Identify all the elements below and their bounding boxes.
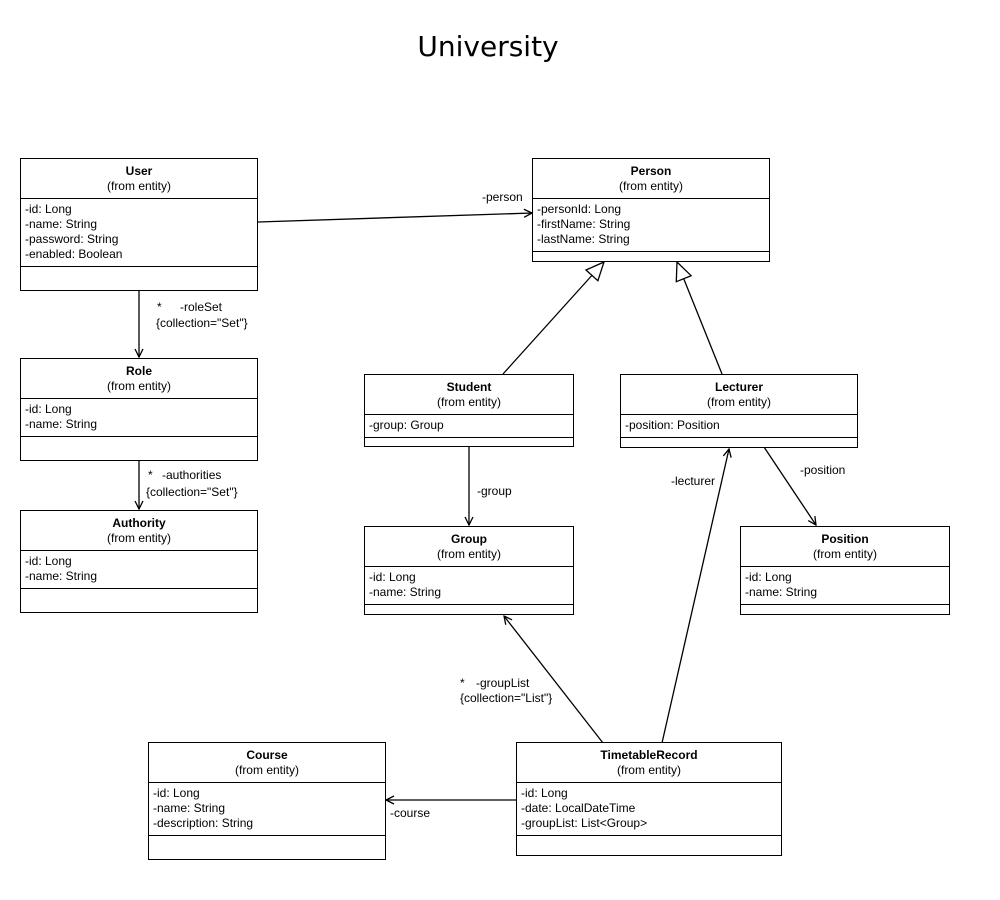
class-attributes: -id: Long -name: String -password: Strin… bbox=[21, 199, 257, 267]
role-label-grouplist: -groupList bbox=[476, 676, 530, 690]
class-person[interactable]: Person (from entity) -personId: Long -fi… bbox=[532, 158, 770, 262]
class-stereotype: (from entity) bbox=[234, 763, 299, 777]
attribute: -name: String bbox=[25, 569, 98, 583]
class-header: TimetableRecord (from entity) bbox=[517, 743, 781, 783]
class-student[interactable]: Student (from entity) -group: Group bbox=[364, 374, 574, 447]
class-user[interactable]: User (from entity) -id: Long -name: Stri… bbox=[20, 158, 258, 291]
class-stereotype: (from entity) bbox=[436, 547, 501, 561]
class-stereotype: (from entity) bbox=[812, 547, 877, 561]
attribute: -id: Long bbox=[521, 786, 568, 800]
role-label-course: -course bbox=[390, 806, 431, 820]
class-attributes: -id: Long -name: String -description: St… bbox=[149, 783, 385, 836]
attribute: -enabled: Boolean bbox=[25, 247, 123, 261]
attribute: -name: String bbox=[25, 217, 98, 231]
class-attributes: -personId: Long -firstName: String -last… bbox=[533, 199, 769, 252]
class-header: Group (from entity) bbox=[365, 527, 573, 567]
user-person-association bbox=[257, 213, 532, 223]
class-header: Student (from entity) bbox=[365, 375, 573, 415]
class-authority[interactable]: Authority (from entity) -id: Long -name:… bbox=[20, 510, 258, 613]
class-name: Role bbox=[125, 364, 152, 378]
attribute: -personId: Long bbox=[537, 202, 622, 216]
class-stereotype: (from entity) bbox=[106, 179, 171, 193]
class-attributes: -position: Position bbox=[621, 415, 857, 438]
attribute: -id: Long bbox=[25, 554, 72, 568]
timetable-group-association bbox=[504, 616, 604, 744]
student-person-generalization bbox=[502, 262, 604, 375]
multiplicity-grouplist: * bbox=[460, 676, 465, 690]
attribute: -name: String bbox=[153, 801, 226, 815]
attribute: -name: String bbox=[745, 585, 818, 599]
attribute: -id: Long bbox=[25, 202, 72, 216]
role-label-roleset: -roleSet bbox=[180, 300, 223, 314]
class-name: Authority bbox=[112, 516, 166, 530]
class-header: User (from entity) bbox=[21, 159, 257, 199]
role-label-authorities: -authorities bbox=[162, 468, 222, 482]
class-position[interactable]: Position (from entity) -id: Long -name: … bbox=[740, 526, 950, 615]
class-stereotype: (from entity) bbox=[106, 379, 171, 393]
attribute: -id: Long bbox=[369, 570, 416, 584]
attribute: -id: Long bbox=[745, 570, 792, 584]
diagram-title: University bbox=[417, 30, 559, 63]
class-header: Authority (from entity) bbox=[21, 511, 257, 551]
class-name: Group bbox=[451, 532, 487, 546]
class-stereotype: (from entity) bbox=[618, 179, 683, 193]
class-attributes: -id: Long -date: LocalDateTime -groupLis… bbox=[517, 783, 781, 836]
multiplicity-roleset: * bbox=[157, 300, 162, 314]
lecturer-position-association bbox=[763, 446, 816, 525]
constraint-roleset: {collection="Set"} bbox=[156, 316, 248, 330]
class-header: Course (from entity) bbox=[149, 743, 385, 783]
role-label-lecturer: -lecturer bbox=[671, 474, 716, 488]
class-name: Person bbox=[630, 164, 672, 178]
class-name: Position bbox=[821, 532, 869, 546]
attribute: -firstName: String bbox=[537, 217, 631, 231]
timetable-lecturer-association bbox=[661, 449, 729, 744]
lecturer-person-generalization bbox=[677, 262, 723, 375]
attribute: -position: Position bbox=[625, 418, 720, 432]
class-name: Lecturer bbox=[714, 380, 764, 394]
class-header: Person (from entity) bbox=[533, 159, 769, 199]
class-lecturer[interactable]: Lecturer (from entity) -position: Positi… bbox=[620, 374, 858, 448]
attribute: -password: String bbox=[25, 232, 119, 246]
class-name: Course bbox=[246, 748, 288, 762]
attribute: -name: String bbox=[25, 417, 98, 431]
attribute: -description: String bbox=[153, 816, 254, 830]
role-label-group: -group bbox=[477, 484, 512, 498]
class-attributes: -id: Long -name: String bbox=[21, 551, 257, 589]
class-header: Lecturer (from entity) bbox=[621, 375, 857, 415]
attribute: -date: LocalDateTime bbox=[521, 801, 636, 815]
attribute: -groupList: List<Group> bbox=[521, 816, 648, 830]
class-attributes: -group: Group bbox=[365, 415, 573, 438]
role-label-person: -person bbox=[482, 190, 523, 204]
class-header: Position (from entity) bbox=[741, 527, 949, 567]
attribute: -group: Group bbox=[369, 418, 444, 432]
class-attributes: -id: Long -name: String bbox=[21, 399, 257, 437]
constraint-grouplist: {collection="List"} bbox=[460, 691, 553, 705]
class-name: TimetableRecord bbox=[600, 748, 698, 762]
class-stereotype: (from entity) bbox=[706, 395, 771, 409]
class-stereotype: (from entity) bbox=[106, 531, 171, 545]
attribute: -lastName: String bbox=[537, 232, 630, 246]
class-header: Role (from entity) bbox=[21, 359, 257, 399]
class-attributes: -id: Long -name: String bbox=[365, 567, 573, 605]
constraint-authorities: {collection="Set"} bbox=[146, 485, 238, 499]
class-role[interactable]: Role (from entity) -id: Long -name: Stri… bbox=[20, 358, 258, 461]
multiplicity-authorities: * bbox=[148, 468, 153, 482]
class-stereotype: (from entity) bbox=[436, 395, 501, 409]
attribute: -id: Long bbox=[153, 786, 200, 800]
class-group[interactable]: Group (from entity) -id: Long -name: Str… bbox=[364, 526, 574, 615]
attribute: -name: String bbox=[369, 585, 442, 599]
class-attributes: -id: Long -name: String bbox=[741, 567, 949, 605]
class-stereotype: (from entity) bbox=[616, 763, 681, 777]
class-timetable-record[interactable]: TimetableRecord (from entity) -id: Long … bbox=[516, 742, 782, 856]
class-course[interactable]: Course (from entity) -id: Long -name: St… bbox=[148, 742, 386, 860]
class-name: User bbox=[125, 164, 153, 178]
attribute: -id: Long bbox=[25, 402, 72, 416]
role-label-position: -position bbox=[800, 463, 846, 477]
class-name: Student bbox=[446, 380, 492, 394]
